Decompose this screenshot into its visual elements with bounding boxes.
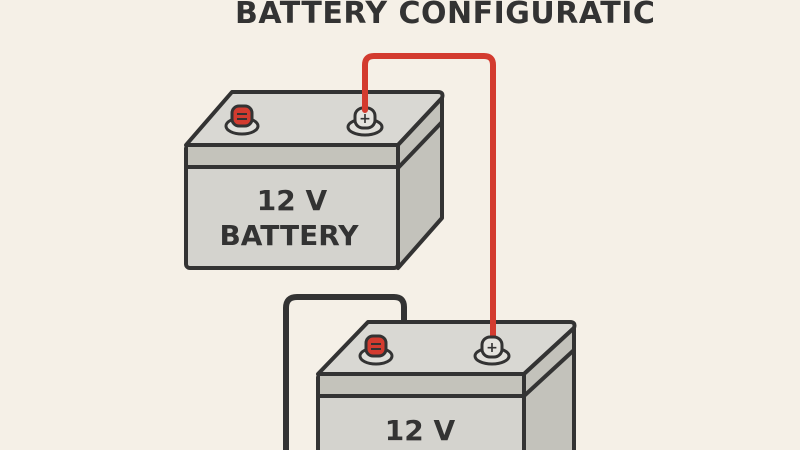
positive-wire [362, 53, 496, 343]
battery-1-type-label: BATTERY [219, 219, 359, 252]
battery-2-plus-sign: + [486, 340, 498, 356]
battery-1-positive-terminal[interactable]: + [346, 106, 384, 137]
battery-1-plus-sign: + [359, 111, 371, 127]
battery-1-voltage-label: 12 V [257, 184, 328, 217]
battery-1-front-face [184, 143, 400, 270]
battery-1: + 12 V BATTERY [184, 90, 445, 270]
battery-2-voltage-label: 12 V [385, 414, 456, 447]
battery-2: + 12 V [316, 53, 577, 450]
battery-2-negative-terminal[interactable] [358, 334, 394, 366]
battery-1-negative-terminal[interactable] [224, 104, 260, 136]
battery-2-positive-terminal[interactable]: + [473, 335, 511, 366]
negative-wire [283, 294, 407, 450]
diagram-title: BATTERY CONFIGURATIC [235, 0, 656, 31]
